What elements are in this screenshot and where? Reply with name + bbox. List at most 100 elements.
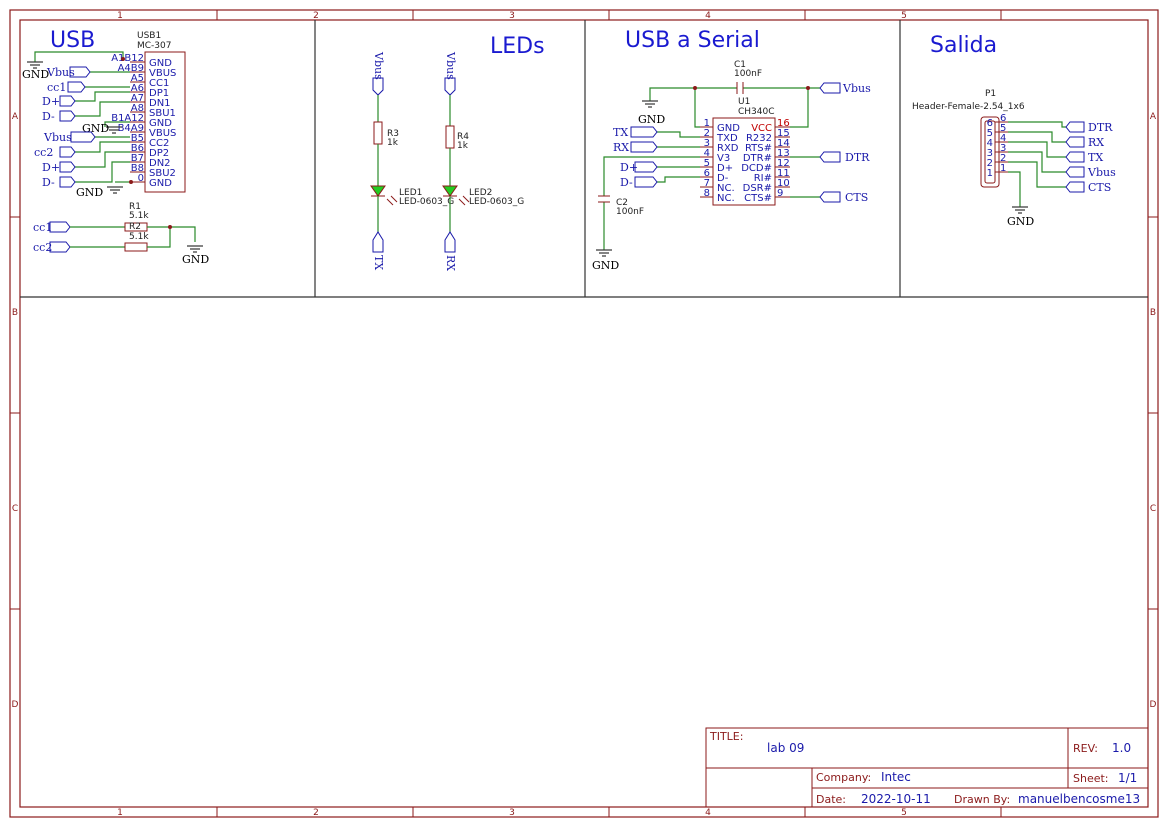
usb-pin-number: B6 [131,143,144,154]
rev-label: REV: [1073,742,1098,755]
net-hdr-vbus: Vbus [1087,166,1116,179]
ch340-right-pin-name: DTR# [743,153,772,164]
net-dm-1: D- [42,110,55,123]
section-title-leds: LEDs [490,34,545,59]
serial-net-ports: Vbus TX RX D+ D- DTR CTS [613,82,871,204]
resistor-r3 [373,121,383,145]
net-cc2: cc2 [34,146,53,159]
port-cc2-res [49,241,71,253]
zone-col-2-bottom: 2 [313,808,319,818]
ch340-left-pin-name: GND [717,123,740,134]
port-led2-rx [444,231,456,253]
led1-branch: Vbus R3 1k LED1 LED-0603_G TX [370,51,454,270]
usb-pin-name: GND [149,58,172,69]
zone-row-b-right: B [1150,308,1156,318]
r2-ref: R2 [129,222,141,232]
net-led1-tx: TX [372,255,385,270]
port-serial-dtr [819,151,841,163]
port-hdr-dtr [1065,121,1085,133]
net-cc2-res: cc2 [33,241,52,254]
led1-ref: LED1 [399,188,422,198]
ch340-left-pin-name: NC. [717,183,735,194]
usb-gnd-1-label: GND [22,68,49,81]
p1-value: Header-Female-2.54_1x6 [912,102,1025,112]
net-led2-rx: RX [444,255,457,271]
ch340-right-pin-number: 12 [777,158,790,169]
header-wires [1008,121,1066,207]
usb-pin-number: B7 [131,153,144,164]
usb-pin-name: VBUS [149,128,176,139]
usb-wires [34,51,130,183]
led2-ref: LED2 [469,188,492,198]
net-dp-1: D+ [42,95,60,108]
net-vbus-2: Vbus [43,131,72,144]
r1-ref: R1 [129,202,141,212]
zone-row-a-right: A [1150,112,1157,122]
port-serial-dm [634,176,658,188]
zone-row-d-left: D [12,700,19,710]
header-pin-number-right: 4 [1000,133,1006,144]
net-serial-vbus: Vbus [842,82,871,95]
ch340-right-pin-name: R232 [746,133,772,144]
ch340-right-pin-number: 9 [777,188,783,199]
zone-col-3-bottom: 3 [509,808,515,818]
u1-ref: U1 [738,97,750,107]
usb-gnd-1: GND [22,61,49,81]
port-dm-1 [59,110,76,122]
net-dp-2: D+ [42,161,60,174]
led1-value: LED-0603_G [399,197,454,207]
usb-pin-name: GND [149,178,172,189]
header-pin-number-right: 5 [1000,123,1006,134]
ch340-right-pin-number: 13 [777,148,790,159]
drawn-label: Drawn By: [954,793,1010,806]
zone-col-5-bottom: 5 [901,808,907,818]
zone-row-b-left: B [12,308,18,318]
ch340-right-pin-name: RI# [754,173,772,184]
usb-pin-number: A8 [131,103,144,114]
zone-row-d-right: D [1150,700,1157,710]
net-serial-cts: CTS [845,191,868,204]
ch340-right-pin-number: 14 [777,138,790,149]
port-serial-dp [634,161,658,173]
ch340-left-pin-name: V3 [717,153,730,164]
zone-labels: 1 2 3 4 5 1 2 3 4 5 A B C D A B C D [12,11,1157,818]
usb-pin-name: DP1 [149,88,169,99]
usb-pin-number: A4B9 [118,63,144,74]
port-hdr-vbus [1065,166,1085,178]
ch340-left-pin-name: D+ [717,163,733,174]
net-serial-dtr: DTR [845,151,870,164]
ch340-left-pin-number: 8 [704,188,710,199]
header-pin-number-left: 5 [987,128,993,139]
usb-pin-name: DN2 [149,158,171,169]
ch340-left-pin-number: 1 [704,118,710,129]
usb-pin-number: A5 [131,73,144,84]
ch340-right-pin-name: VCC [751,123,772,134]
ch340-right-pin-name: DCD# [741,163,772,174]
zone-col-2-top: 2 [313,11,319,21]
r4-value: 1k [457,141,469,151]
title-label: TITLE: [709,730,743,743]
usb-value: MC-307 [137,41,171,51]
usb-junction-2 [129,180,133,184]
port-hdr-rx [1065,136,1085,148]
ch340-right-pin-name: CTS# [744,193,772,204]
usb-pin-number: B4A9 [118,123,144,134]
ch340-right-pin-number: 10 [777,178,790,189]
ch340-left-pin-name: TXD [716,133,738,144]
r3-ref: R3 [387,129,399,139]
sheet-value: 1/1 [1118,771,1137,785]
usb-pin-name: DP2 [149,148,169,159]
port-led1-vbus [372,77,384,96]
usb-pin-name: SBU1 [149,108,176,119]
net-hdr-tx: TX [1088,151,1103,164]
serial-gnd-1-label: GND [638,113,665,126]
usb-pin-name: SBU2 [149,168,176,179]
cc-resistors: cc1 cc2 R1 5.1k R2 5.1k GND [33,202,209,266]
section-frames [20,20,1148,298]
usb-gnd-3: GND [76,186,123,199]
